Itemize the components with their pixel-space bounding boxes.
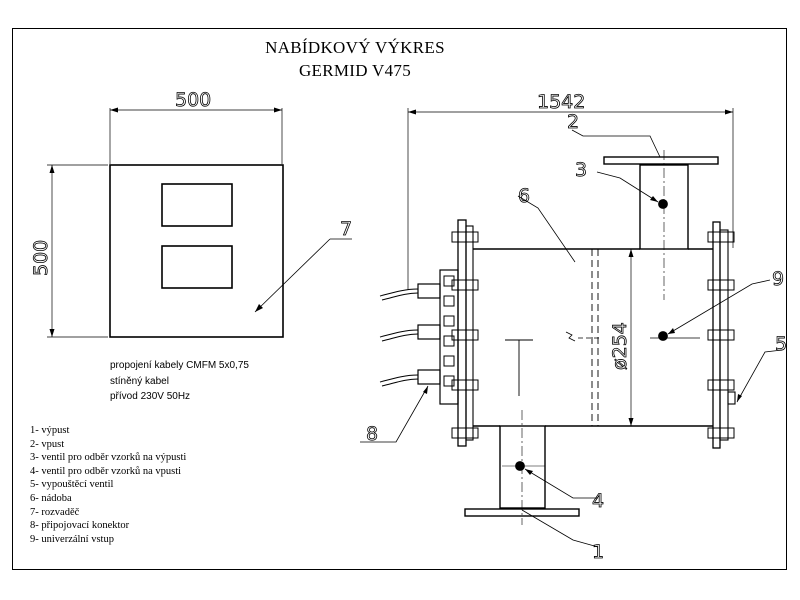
outlet-pipe [499,425,546,509]
callout-2: 2 [567,111,579,133]
drawing-model: GERMID V475 [298,61,412,80]
callout-7: 7 [340,218,352,240]
callout-4: 4 [592,490,604,512]
inlet-flange [603,156,719,165]
callout-5: 5 [775,333,787,355]
dimension-diameter-label: ø254 [609,322,631,370]
right-flange-bolts [707,231,735,439]
legend-item: 6- nádoba [30,492,72,504]
legend-item: 3- ventil pro odběr vzorků na výpusti [30,452,187,464]
connector-block [379,269,459,405]
drawing-border [12,28,787,570]
sample-valve-inlet [658,199,668,209]
legend-item: 7- rozvaděč [30,506,80,518]
legend-item: 2- vpust [30,438,65,450]
dimension-height-label: 500 [30,240,52,276]
control-box-display-top [161,183,233,227]
note-shielded: stíněný kabel [110,376,169,387]
legend-item: 5- vypouštěcí ventil [30,479,114,491]
reactor-side-view [360,108,783,548]
dimension-width-label: 500 [175,89,211,111]
parts-legend: 1- výpust 2- vpust 3- ventil pro odběr v… [30,424,186,546]
drain-valve [727,391,736,405]
legend-item: 1- výpust [30,425,70,436]
dimension-length-label: 1542 [537,91,585,113]
left-flange-bolts [451,231,479,439]
note-cables: propojení kabely CMFM 5x0,75 [110,360,249,371]
legend-item: 8- připojovací konektor [30,520,130,532]
note-power: přívod 230V 50Hz [110,391,191,402]
universal-inlet [658,331,668,341]
legend-item: 4- ventil pro odběr vzorků na vpusti [30,465,182,477]
control-box-outline [109,164,284,338]
control-box-display-bottom [161,245,233,289]
callout-9: 9 [772,268,784,290]
drawing-title: NABÍDKOVÝ VÝKRES [265,38,445,57]
legend-item: 9- univerzální vstup [30,533,114,545]
callout-8: 8 [366,423,378,445]
sample-valve-outlet [515,461,525,471]
callout-1: 1 [592,541,604,563]
callout-6: 6 [518,185,530,207]
callout-3: 3 [575,159,587,181]
control-box-view [47,107,352,338]
